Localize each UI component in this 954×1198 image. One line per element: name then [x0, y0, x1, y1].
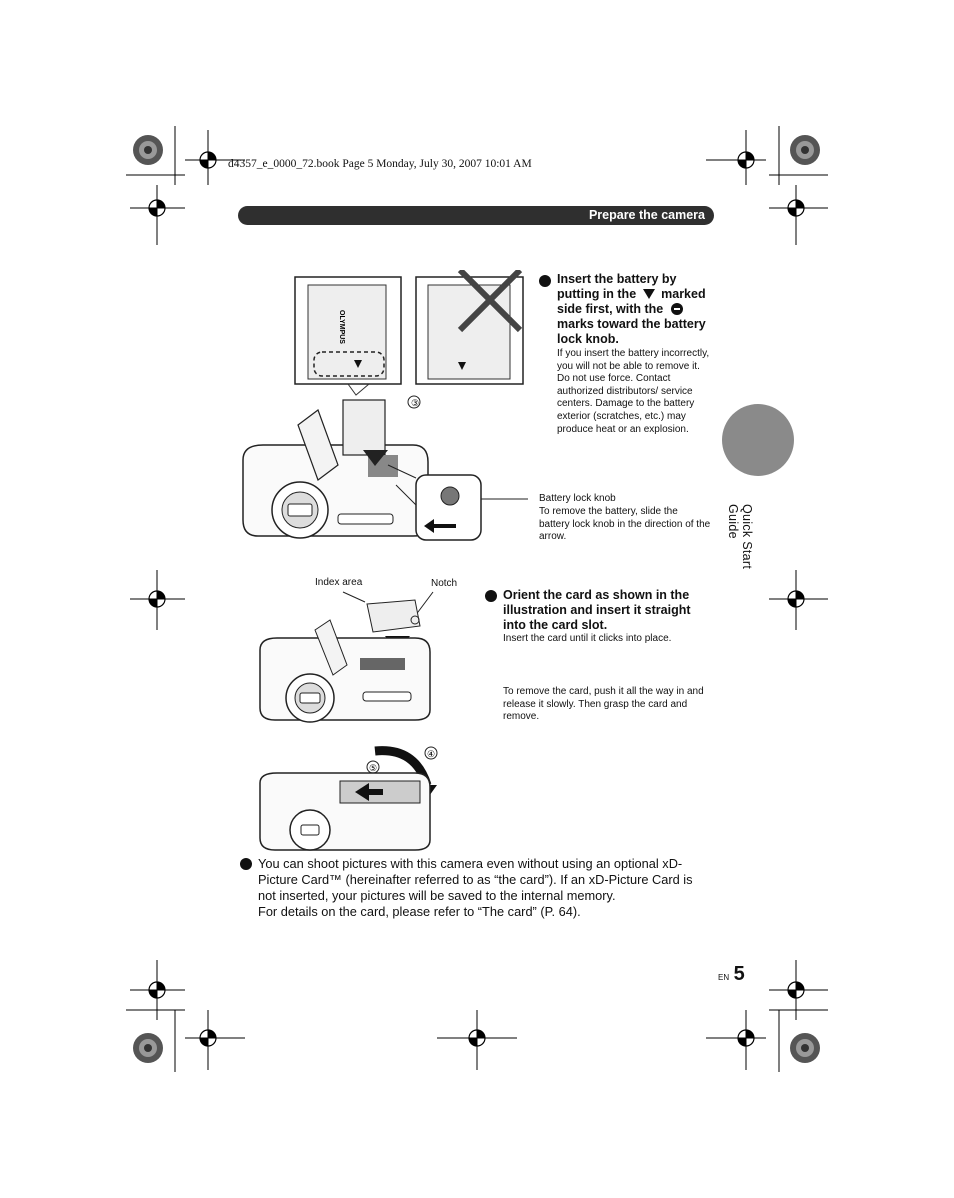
card-insert-illustration [259, 591, 434, 723]
bullet-icon [485, 590, 497, 602]
page-number: EN 5 [718, 963, 745, 986]
down-triangle-icon [642, 289, 655, 299]
callout-3: ③ [411, 398, 419, 408]
card-instruction: Orient the card as shown in the illustra… [503, 588, 691, 632]
bullet-icon [240, 858, 252, 870]
card-note-remove: To remove the card, push it all the way … [503, 686, 704, 723]
minus-icon [670, 303, 683, 315]
footnote: You can shoot pictures with this camera … [258, 856, 693, 919]
page-lang: EN [718, 973, 730, 982]
battery-note: If you insert the battery incorrectly, y… [557, 348, 710, 435]
print-header: d4357_e_0000_72.book Page 5 Monday, July… [228, 158, 532, 170]
section-bar: Prepare the camera [238, 206, 714, 225]
battery-brand: OLYMPUS [338, 310, 345, 344]
side-tab-marker [722, 404, 794, 476]
lock-knob-label: Battery lock knob [539, 493, 616, 504]
battery-insert-illustration: OLYMPUS ③ [242, 270, 528, 541]
side-tab-label: Quick Start Guide [726, 504, 754, 570]
card-remove-illustration: ④ ⑤ [259, 746, 438, 851]
index-area-label: Index area [315, 577, 363, 588]
battery-instruction: Insert the battery by putting in the mar… [557, 272, 706, 346]
lock-knob-zoom [415, 474, 482, 541]
callout-5: ⑤ [369, 763, 377, 773]
bullet-icon [539, 275, 551, 287]
section-title: Prepare the camera [588, 208, 705, 222]
callout-4: ④ [427, 749, 435, 759]
lock-knob-note: To remove the battery, slide the battery… [539, 506, 711, 543]
card-note-insert: Insert the card until it clicks into pla… [503, 633, 672, 644]
notch-label: Notch [431, 578, 458, 589]
page-num: 5 [733, 963, 745, 985]
